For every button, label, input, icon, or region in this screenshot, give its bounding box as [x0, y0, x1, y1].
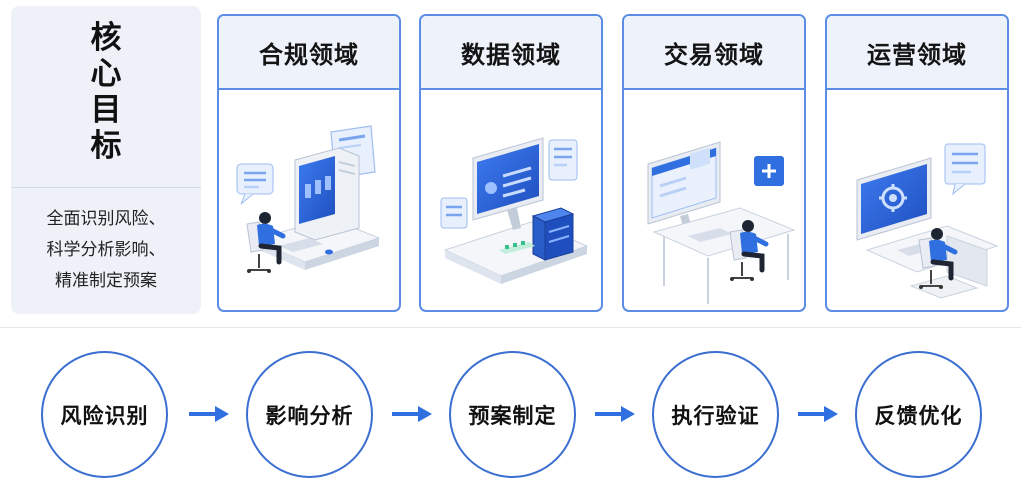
- process-step-label: 反馈优化: [874, 403, 963, 428]
- domain-card-title: 数据领域: [461, 40, 561, 69]
- domain-card-header: 交易领域: [624, 16, 804, 90]
- process-step-label: 风险识别: [60, 403, 149, 428]
- section-divider: [0, 327, 1021, 328]
- arrow-right-icon: [798, 406, 838, 422]
- goal-title-char: 标: [90, 128, 122, 164]
- domain-card-trading: 交易领域: [622, 14, 806, 312]
- domain-card-compliance: 合规领域: [217, 14, 401, 312]
- domain-card-data: 数据领域: [419, 14, 603, 312]
- goal-description-line: 精准制定预案: [55, 271, 157, 291]
- process-step-risk-identification: 风险识别: [41, 351, 168, 478]
- core-goal-title: 核 心 目 标: [11, 20, 201, 164]
- arrow-right-icon: [392, 406, 432, 422]
- domain-card-title: 运营领域: [867, 40, 967, 69]
- arrow-right-icon: [595, 406, 635, 422]
- person-at-server-desk-icon: [236, 125, 381, 312]
- arrow-right-icon: [189, 406, 229, 422]
- process-step-feedback-optimization: 反馈优化: [855, 351, 982, 478]
- domain-card-operations: 运营领域: [825, 14, 1009, 312]
- goal-description-line: 科学分析影响、: [46, 240, 166, 260]
- goal-description-line: 全面识别风险、: [46, 209, 166, 229]
- domain-card-header: 数据领域: [421, 16, 601, 90]
- operations-settings-monitor-icon: [856, 143, 999, 299]
- process-step-label: 预案制定: [468, 403, 557, 428]
- domain-card-title: 交易领域: [664, 40, 764, 69]
- monitor-with-database-icon: [440, 137, 589, 284]
- goal-title-char: 核: [90, 20, 122, 56]
- process-step-label: 影响分析: [265, 403, 354, 428]
- goal-title-char: 心: [90, 56, 122, 92]
- process-step-label: 执行验证: [671, 403, 760, 428]
- core-goal-description: 全面识别风险、 科学分析影响、 精准制定预案: [11, 204, 201, 297]
- process-step-plan-formulation: 预案制定: [449, 351, 576, 478]
- domain-card-header: 合规领域: [219, 16, 399, 90]
- process-step-execution-verification: 执行验证: [652, 351, 779, 478]
- domain-card-title: 合规领域: [259, 40, 359, 69]
- goal-title-char: 目: [90, 92, 122, 128]
- process-step-impact-analysis: 影响分析: [246, 351, 373, 478]
- trading-workstation-icon: [647, 141, 796, 304]
- goal-divider: [11, 187, 201, 188]
- domain-card-header: 运营领域: [827, 16, 1007, 90]
- core-goal-panel: 核 心 目 标 全面识别风险、 科学分析影响、 精准制定预案: [11, 6, 201, 314]
